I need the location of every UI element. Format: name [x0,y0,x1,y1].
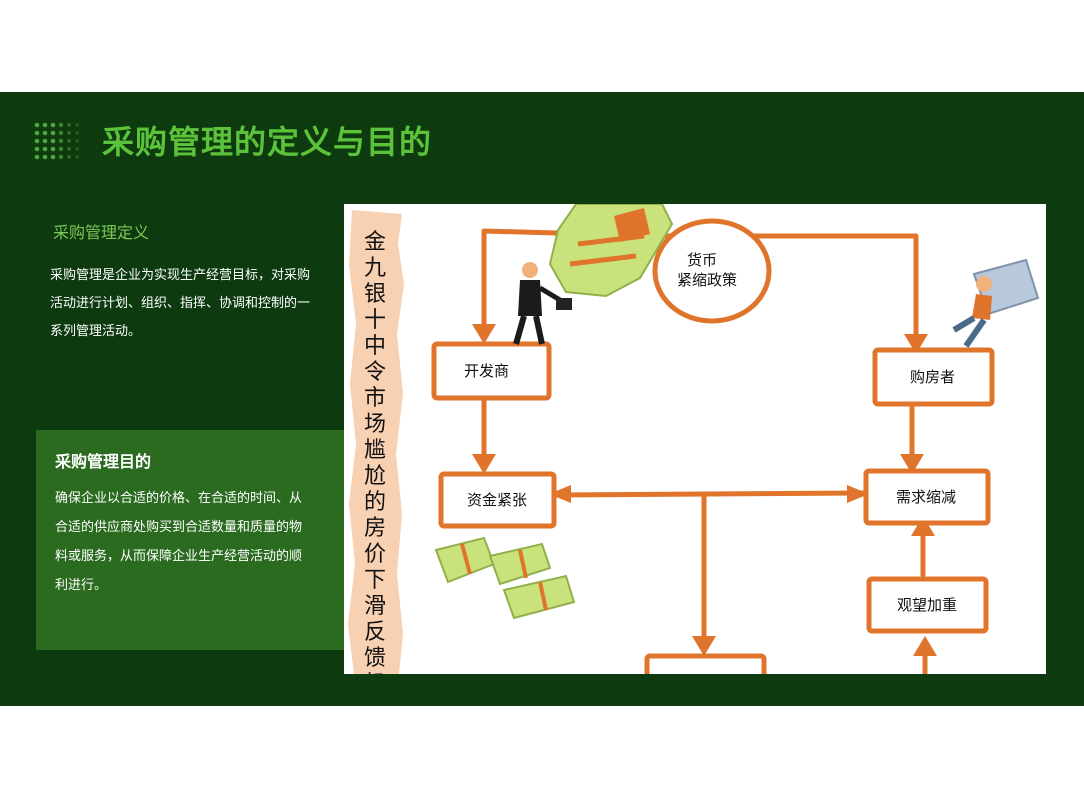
node-wait-and-see: 观望加重 [897,596,958,614]
node-demand-shrink: 需求缩减 [896,488,957,506]
definition-body: 采购管理是企业为实现生产经营目标，对采购活动进行计划、组织、指挥、协调和控制的一… [50,268,311,339]
policy-circle [652,218,772,324]
feedback-diagram: 金九银十中令市场尴尬的房价下滑反馈机制 货币 紧缩政策 开发商 购房者 资金紧张… [344,204,1046,674]
cash-bundles-icon [434,536,576,620]
node-buyer: 购房者 [910,368,956,386]
paper-strip [348,210,404,674]
node-monetary-policy-line1: 货币 [687,251,718,269]
money-bag-icon [548,204,674,298]
businessman-icon [513,262,572,345]
goal-panel [36,430,362,650]
wait-box [866,576,989,634]
fund-tight-box [438,471,557,529]
demand-shrink-box [863,468,991,526]
goal-heading: 采购管理目的 [55,452,152,471]
node-developer: 开发商 [464,362,510,380]
dots-decoration-icon [34,122,79,160]
slide-title: 采购管理的定义与目的 [102,123,433,161]
node-monetary-policy-line2: 紧缩政策 [677,271,738,289]
buyer-box [872,347,995,407]
house-buyer-icon [952,258,1040,348]
diagram-vertical-title: 金九银十中令市场尴尬的房价下滑反馈机制 [363,230,386,674]
diagram-graphics [348,204,1040,674]
goal-body: 确保企业以合适的价格、在合适的时间、从合适的供应商处购买到合适数量和质量的物料或… [55,491,303,593]
node-fund-tight: 资金紧张 [467,491,528,509]
definition-heading: 采购管理定义 [53,223,150,242]
bottom-box [644,653,767,674]
developer-box [431,341,552,401]
